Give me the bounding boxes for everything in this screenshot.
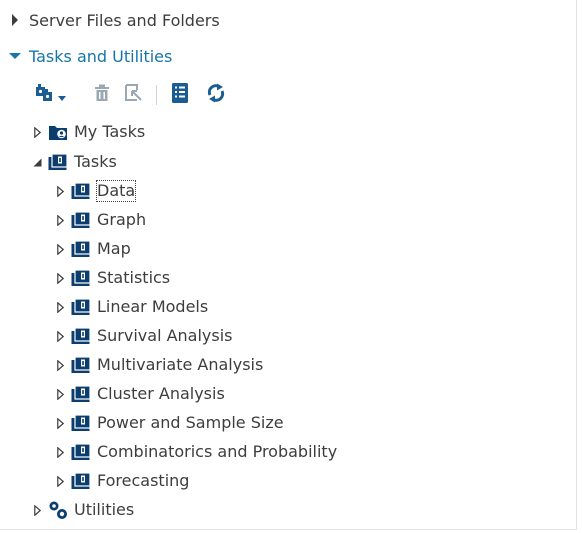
tree-item-cluster-analysis[interactable]: Cluster Analysis <box>55 381 226 407</box>
task-book-icon <box>71 297 91 317</box>
task-book-icon <box>71 355 91 375</box>
expand-triangle-icon[interactable] <box>32 126 42 138</box>
tree-item-label: Power and Sample Size <box>97 413 284 432</box>
tasks-toolbar <box>30 82 231 108</box>
user-folder-icon <box>48 122 68 142</box>
refresh-icon <box>206 83 226 107</box>
tree-item-tasks[interactable]: Tasks <box>32 149 118 175</box>
section-label: Tasks and Utilities <box>29 46 173 66</box>
tree-item-label: Forecasting <box>97 471 190 490</box>
tree-item-label: Survival Analysis <box>97 326 233 345</box>
tree-item-label: Multivariate Analysis <box>97 355 264 374</box>
section-tasks-utilities[interactable]: Tasks and Utilities <box>0 44 172 68</box>
task-book-icon <box>71 471 91 491</box>
new-tasks-icon <box>34 82 56 108</box>
trash-icon <box>93 83 111 107</box>
expand-triangle-icon[interactable] <box>55 301 65 313</box>
tree-item-label: Combinatorics and Probability <box>97 442 338 461</box>
expand-triangle-icon[interactable] <box>55 214 65 226</box>
properties-button[interactable] <box>167 83 193 107</box>
tree-item-forecasting[interactable]: Forecasting <box>55 468 190 494</box>
gears-icon <box>48 500 68 520</box>
task-book-icon <box>71 326 91 346</box>
tree-item-label: My Tasks <box>74 122 146 141</box>
tree-item-combinatorics-and-probability[interactable]: Combinatorics and Probability <box>55 439 338 465</box>
section-label: Server Files and Folders <box>29 10 220 30</box>
expand-triangle-icon[interactable] <box>55 243 65 255</box>
tree-item-label: Cluster Analysis <box>97 384 225 403</box>
tree-item-statistics[interactable]: Statistics <box>55 265 171 291</box>
open-arrow-icon <box>124 83 144 107</box>
tree-item-map[interactable]: Map <box>55 236 132 262</box>
task-book-icon <box>71 384 91 404</box>
tree-item-label: Statistics <box>97 268 171 287</box>
task-book-icon <box>48 152 68 172</box>
tree-item-label: Tasks <box>74 152 117 171</box>
task-book-icon <box>71 413 91 433</box>
caret-right-icon[interactable] <box>8 13 22 27</box>
task-book-icon <box>71 442 91 462</box>
tree-item-label: Data <box>96 180 137 202</box>
tree-item-label: Map <box>97 239 131 258</box>
chevron-down-icon <box>58 86 66 105</box>
tree-item-linear-models[interactable]: Linear Models <box>55 294 209 320</box>
task-book-icon <box>71 210 91 230</box>
tree-item-data[interactable]: Data <box>55 178 137 204</box>
expand-triangle-icon[interactable] <box>55 475 65 487</box>
section-server-files-folders[interactable]: Server Files and Folders <box>0 8 220 32</box>
tree-item-survival-analysis[interactable]: Survival Analysis <box>55 323 234 349</box>
tree-item-label: Linear Models <box>97 297 209 316</box>
expand-triangle-icon[interactable] <box>55 417 65 429</box>
tree-item-graph[interactable]: Graph <box>55 207 147 233</box>
tree-item-multivariate-analysis[interactable]: Multivariate Analysis <box>55 352 264 378</box>
tree-item-label: Utilities <box>74 500 135 519</box>
delete-button[interactable] <box>84 83 120 107</box>
expand-triangle-icon[interactable] <box>55 359 65 371</box>
new-task-menu-button[interactable] <box>30 83 70 107</box>
tree-item-utilities[interactable]: Utilities <box>32 497 135 523</box>
properties-list-icon <box>172 83 188 107</box>
toolbar-divider <box>156 85 157 105</box>
expand-triangle-icon[interactable] <box>55 272 65 284</box>
tree-item-my-tasks[interactable]: My Tasks <box>32 119 146 145</box>
tree-item-label: Graph <box>97 210 147 229</box>
expand-triangle-icon[interactable] <box>55 185 65 197</box>
refresh-button[interactable] <box>201 83 231 107</box>
caret-down-icon[interactable] <box>8 49 22 63</box>
expand-triangle-icon[interactable] <box>55 330 65 342</box>
collapse-triangle-icon[interactable] <box>32 156 42 168</box>
expand-triangle-icon[interactable] <box>55 388 65 400</box>
task-book-icon <box>71 239 91 259</box>
open-button[interactable] <box>120 83 148 107</box>
task-book-icon <box>71 181 91 201</box>
tree-item-power-and-sample-size[interactable]: Power and Sample Size <box>55 410 285 436</box>
task-book-icon <box>71 268 91 288</box>
expand-triangle-icon[interactable] <box>55 446 65 458</box>
expand-triangle-icon[interactable] <box>32 504 42 516</box>
